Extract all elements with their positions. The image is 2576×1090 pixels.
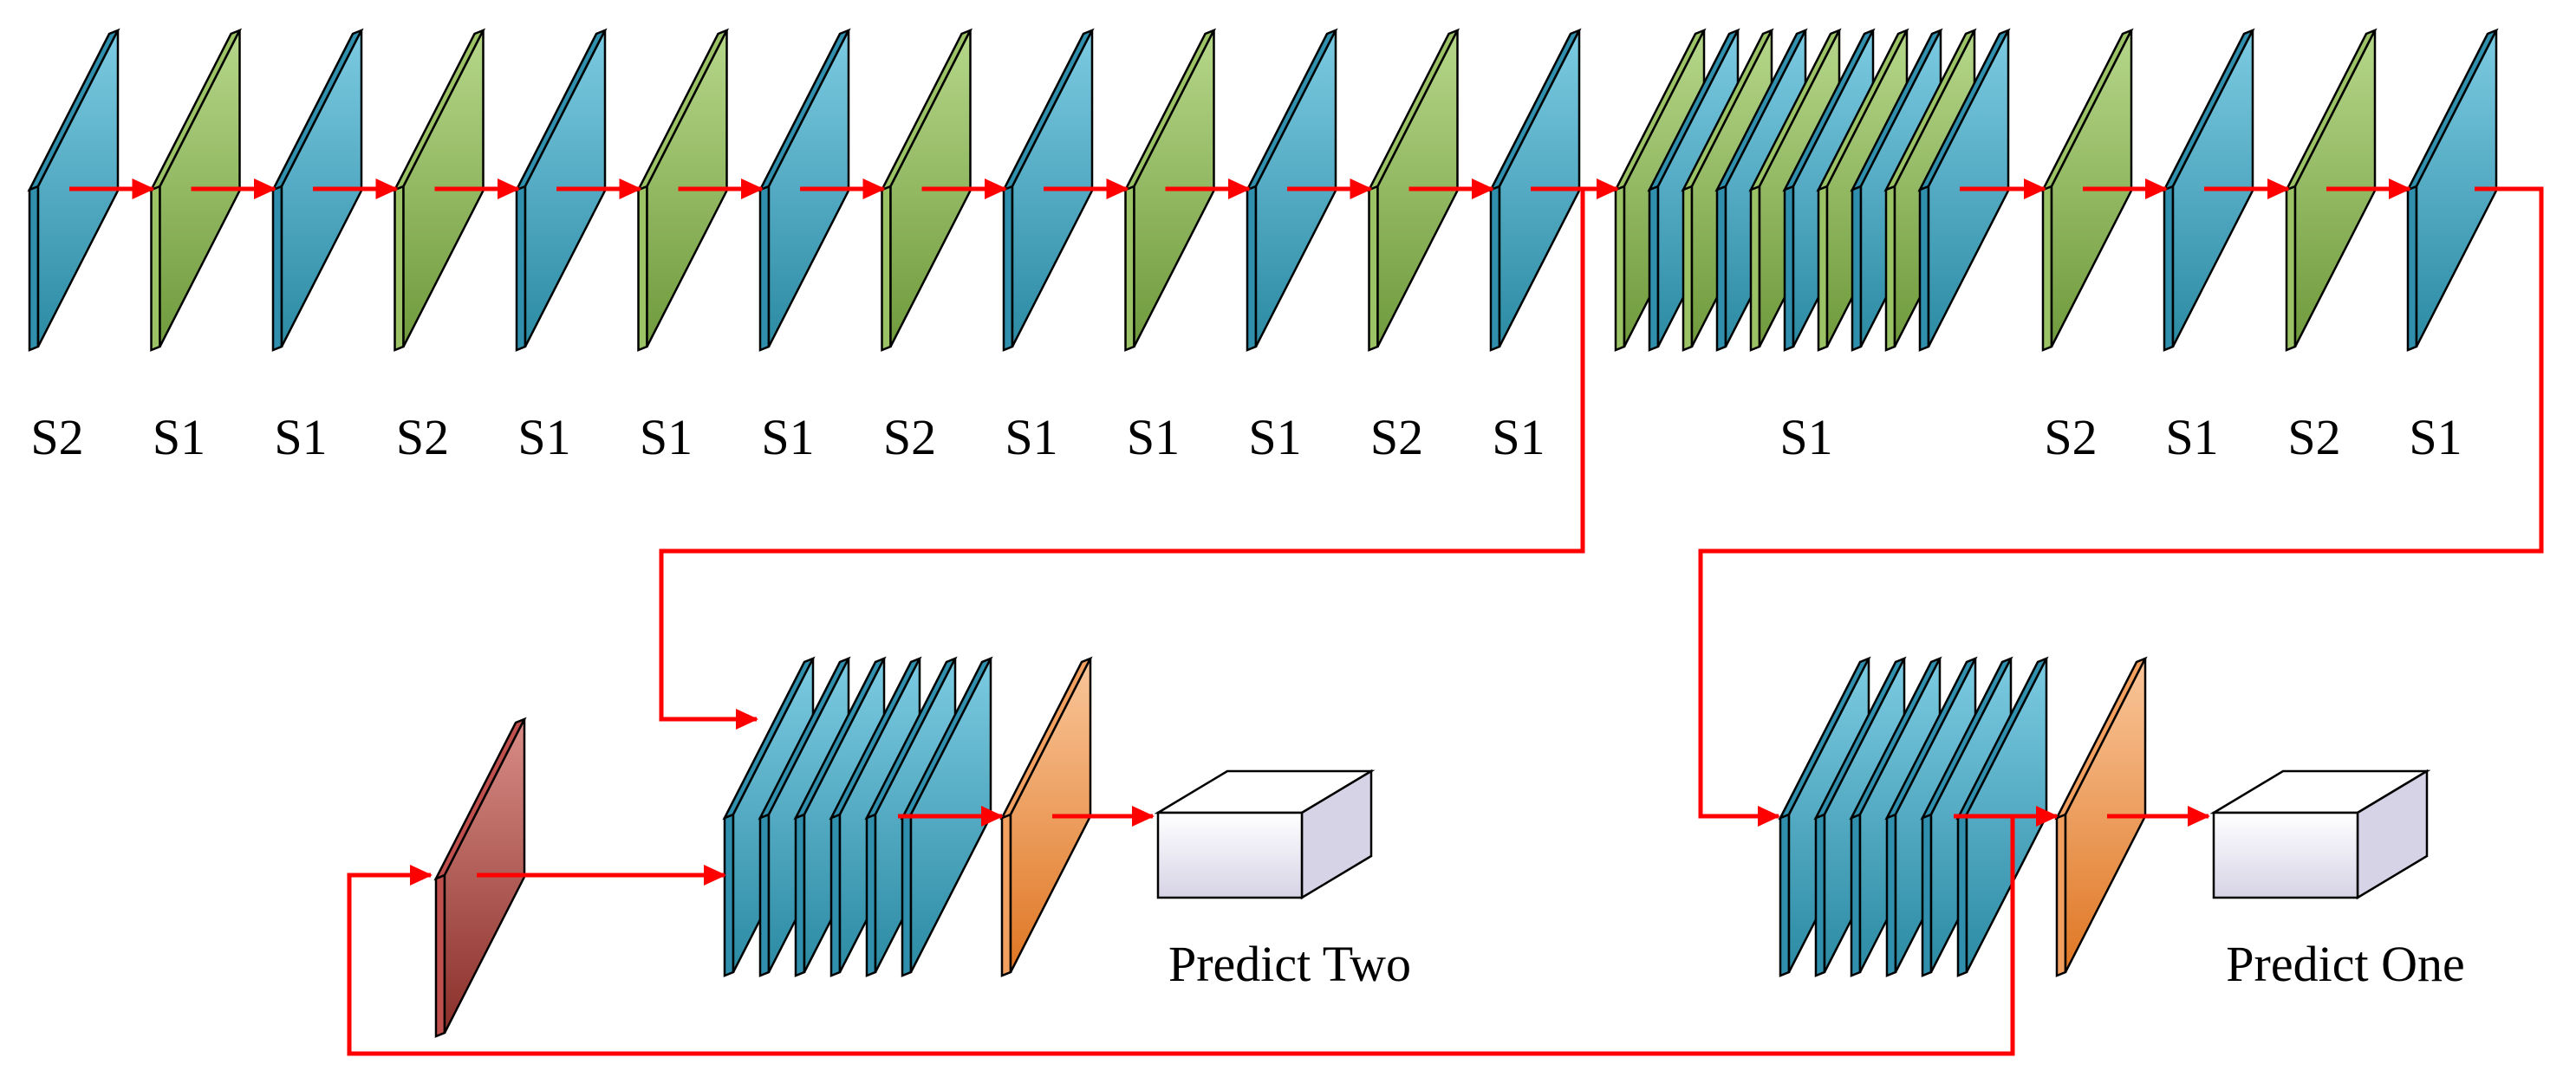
branch-one-head <box>2054 656 2148 977</box>
stack-layer-9-side <box>1884 185 1896 352</box>
stack-layer-8-side <box>1851 185 1863 352</box>
predict-one-output-box-front <box>2212 811 2359 899</box>
branch-two-layer-2-side <box>758 813 771 977</box>
predict-two-output-box-front <box>1156 811 1304 899</box>
tail-stride-label-2: S1 <box>2165 409 2218 465</box>
backbone-stride-label-4: S2 <box>396 409 449 465</box>
route-to-branch-one <box>1698 186 2544 827</box>
stack-layer-1-side <box>1614 185 1626 352</box>
connection-arrows <box>69 178 2544 1056</box>
stack-layer-2-side <box>1648 185 1660 352</box>
backbone-stride-label-8: S2 <box>883 409 936 465</box>
route-to-branch-two <box>659 189 1585 730</box>
predict-two-output-box <box>1154 769 1376 900</box>
stack-layer-3-side <box>1682 185 1694 352</box>
backbone-layer-8-side <box>881 185 892 352</box>
stack-layer-7-side <box>1817 185 1829 352</box>
branch-two-upsample-layer <box>433 717 527 1038</box>
branch-one-layer-6-side <box>1956 813 1968 977</box>
backbone-layer-11-side <box>1246 185 1258 352</box>
tail-stride-label-1: S2 <box>2044 409 2097 465</box>
stack-layer-4-side <box>1715 185 1727 352</box>
backbone-layer-13-side <box>1489 185 1501 352</box>
backbone-stride-label-13: S1 <box>1492 409 1545 465</box>
tail-stride-label-3: S2 <box>2287 409 2340 465</box>
backbone-stride-label-5: S1 <box>517 409 570 465</box>
stack-stride-label: S1 <box>1779 409 1832 465</box>
backbone-stride-label-1: S2 <box>30 409 83 465</box>
branch-one-layer-5-side <box>1921 813 1933 977</box>
route-branch-one-to-upsample <box>347 816 2015 1056</box>
predict-one-label: Predict One <box>2226 936 2464 992</box>
stack-layer-10-side <box>1918 185 1930 352</box>
tail-stride-label-4: S1 <box>2409 409 2462 465</box>
branch-two-layer-1-side <box>723 813 735 977</box>
branch-two-layer-5-side <box>865 813 877 977</box>
backbone-layer-6-side <box>637 185 648 352</box>
predict-two-label: Predict Two <box>1168 936 1411 992</box>
backbone-layer-5-side <box>515 185 527 352</box>
backbone-stride-label-2: S1 <box>153 409 205 465</box>
backbone-layer-1-side <box>28 185 40 352</box>
branch-two-layer-3-side <box>794 813 806 977</box>
backbone-layer-3-side <box>271 185 283 352</box>
branch-two-head-side <box>1000 813 1012 977</box>
backbone-stride-label-9: S1 <box>1005 409 1057 465</box>
backbone-layer-4-side <box>394 185 405 352</box>
tail-layer-1-side <box>2041 185 2053 352</box>
backbone-stride-label-11: S1 <box>1248 409 1301 465</box>
tail-layer-3-side <box>2285 185 2297 352</box>
predict-one-output-box <box>2209 769 2431 900</box>
stack-layer-6-side <box>1783 185 1795 352</box>
labels: S2 S1 S1 S2 S1 S1 S1 S2 S1 S1 S1 S2 S1 S1 S2 S1 S2 S1Pred… <box>30 409 2464 992</box>
tail-layer-2-side <box>2163 185 2175 352</box>
branch-two-layer-6-side <box>901 813 913 977</box>
backbone-layer-9-side <box>1002 185 1014 352</box>
backbone-stride-label-7: S1 <box>761 409 814 465</box>
branch-one-layer-2-side <box>1814 813 1826 977</box>
tail-layer-4-side <box>2406 185 2418 352</box>
backbone-layer-7-side <box>758 185 771 352</box>
backbone-stride-label-6: S1 <box>640 409 693 465</box>
backbone-layer-2-side <box>150 185 161 352</box>
branch-two-head <box>999 656 1093 977</box>
branch-two-layer-4-side <box>829 813 842 977</box>
backbone-stride-label-12: S2 <box>1370 409 1423 465</box>
branch-one-layer-4-side <box>1885 813 1897 977</box>
branch-one-head-side <box>2055 813 2067 977</box>
tail-layer-4 <box>2405 28 2499 352</box>
backbone-stride-label-3: S1 <box>274 409 327 465</box>
backbone-layer-12-side <box>1368 185 1379 352</box>
branch-one-layer-1-side <box>1779 813 1791 977</box>
branch-two-upsample-layer-side <box>434 873 446 1038</box>
stack-layer-5-side <box>1749 185 1761 352</box>
backbone-stride-label-10: S1 <box>1127 409 1180 465</box>
backbone-layer-10-side <box>1124 185 1135 352</box>
branch-one-layer-3-side <box>1850 813 1862 977</box>
feature-map-layer <box>27 28 2499 1038</box>
